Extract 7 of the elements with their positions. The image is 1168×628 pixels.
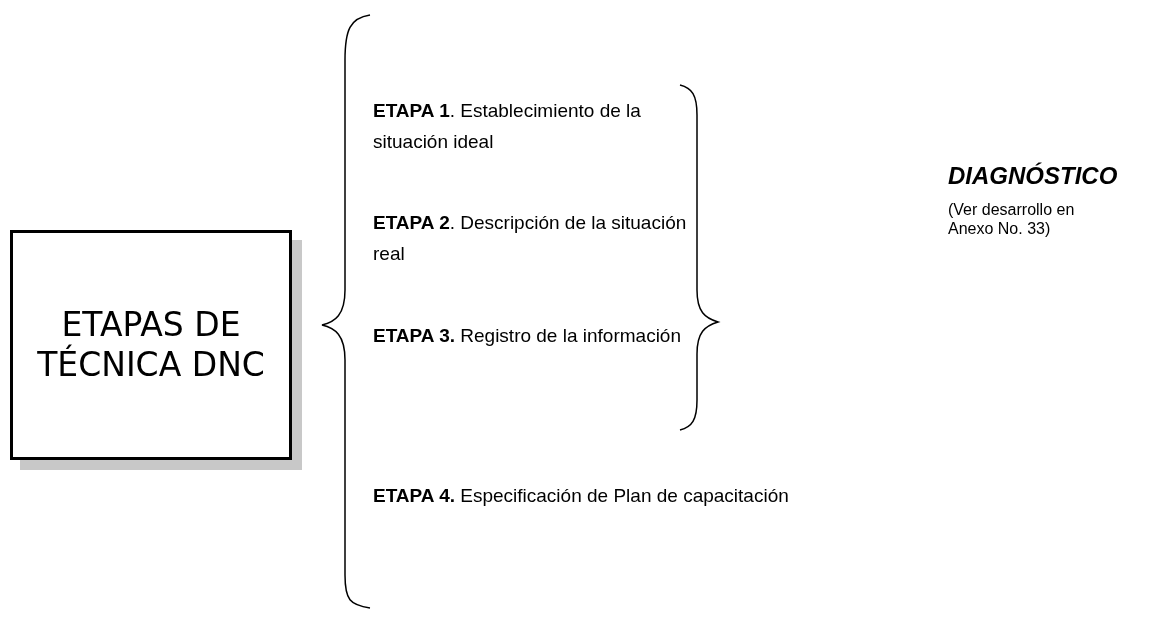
- group-heading: DIAGNÓSTICO: [948, 161, 1119, 191]
- stage-text: ETAPA 4. Especificación de Plan de capacitación: [373, 484, 790, 508]
- stage-text: ETAPA 3. Registro de la información: [373, 324, 682, 348]
- note-text: (Ver desarrollo en Anexo No. 33): [948, 200, 1076, 238]
- stage-text: ETAPA 2. Descripción de la situación real: [373, 211, 688, 266]
- box-title: ETAPAS DE TÉCNICA DNC: [36, 305, 266, 385]
- stage-text: ETAPA 1. Establecimiento de la situación ideal: [373, 99, 642, 154]
